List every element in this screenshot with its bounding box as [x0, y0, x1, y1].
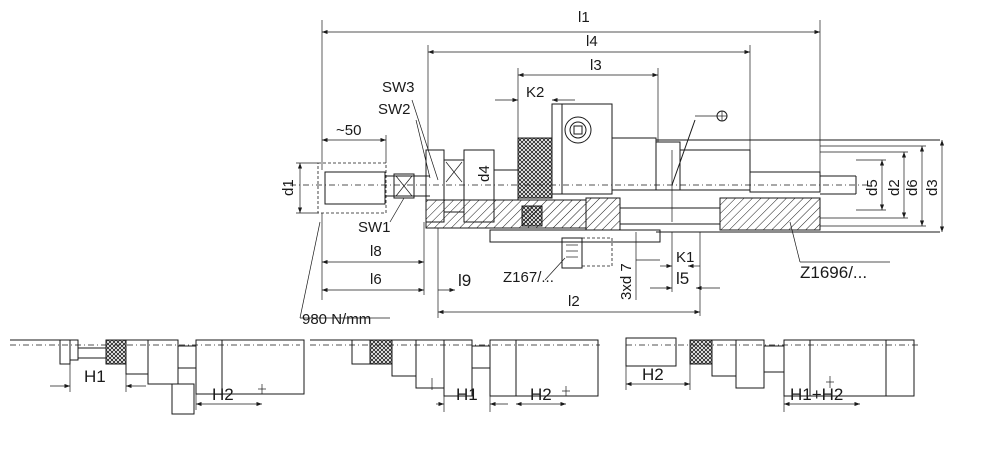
clamp-screw [564, 116, 592, 144]
variant-2: H1 H2 [310, 339, 600, 412]
label-v3-h1h2: H1+H2 [790, 385, 843, 404]
dimension-lines [296, 20, 945, 319]
label-z1696: Z1696/... [800, 263, 867, 282]
label-k2: K2 [526, 84, 544, 101]
label-l3: l3 [590, 57, 602, 74]
body-hatch-left [425, 199, 587, 229]
main-labels: l1 l4 l3 K2 ~50 SW3 SW2 SW1 l8 l6 l9 l2 … [280, 9, 941, 328]
variant-3: H2 H1+H2 [625, 337, 918, 412]
clamp-block [561, 103, 613, 195]
label-v3-h2: H2 [642, 365, 664, 384]
label-sw1: SW1 [358, 219, 391, 236]
label-v1-h1: H1 [84, 367, 106, 386]
label-d6: d6 [904, 179, 921, 196]
label-v2-h2: H2 [530, 385, 552, 404]
label-d2: d2 [886, 179, 903, 196]
label-l9: l9 [458, 271, 471, 290]
label-approx50: ~50 [336, 122, 361, 139]
label-l6: l6 [370, 271, 382, 288]
label-d3: d3 [924, 179, 941, 196]
label-v2-h1: H1 [456, 385, 478, 404]
main-assembly [290, 103, 940, 269]
body-hatch-right [719, 197, 821, 231]
label-hole-spec: 3xd 7 [618, 263, 635, 300]
label-d4: d4 [476, 165, 493, 182]
label-sw2: SW2 [378, 101, 411, 118]
label-k1: K1 [676, 249, 694, 266]
label-l1: l1 [578, 9, 590, 26]
label-torque: 980 N/mm [302, 311, 371, 328]
label-l5: l5 [676, 269, 689, 288]
mandrel-shank [324, 171, 386, 205]
label-d1: d1 [280, 179, 297, 196]
adjusting-nut-knurled [517, 137, 553, 199]
body-hatch-center [585, 197, 621, 231]
label-l2: l2 [568, 293, 580, 310]
label-d5: d5 [864, 179, 881, 196]
label-l8: l8 [370, 243, 382, 260]
label-z167: Z167/... [503, 269, 554, 286]
variant-1: H1 H2 [10, 339, 305, 415]
test-mandrel [317, 162, 387, 214]
label-v1-h2: H2 [212, 385, 234, 404]
label-sw3: SW3 [382, 79, 415, 96]
label-l4: l4 [586, 33, 598, 50]
